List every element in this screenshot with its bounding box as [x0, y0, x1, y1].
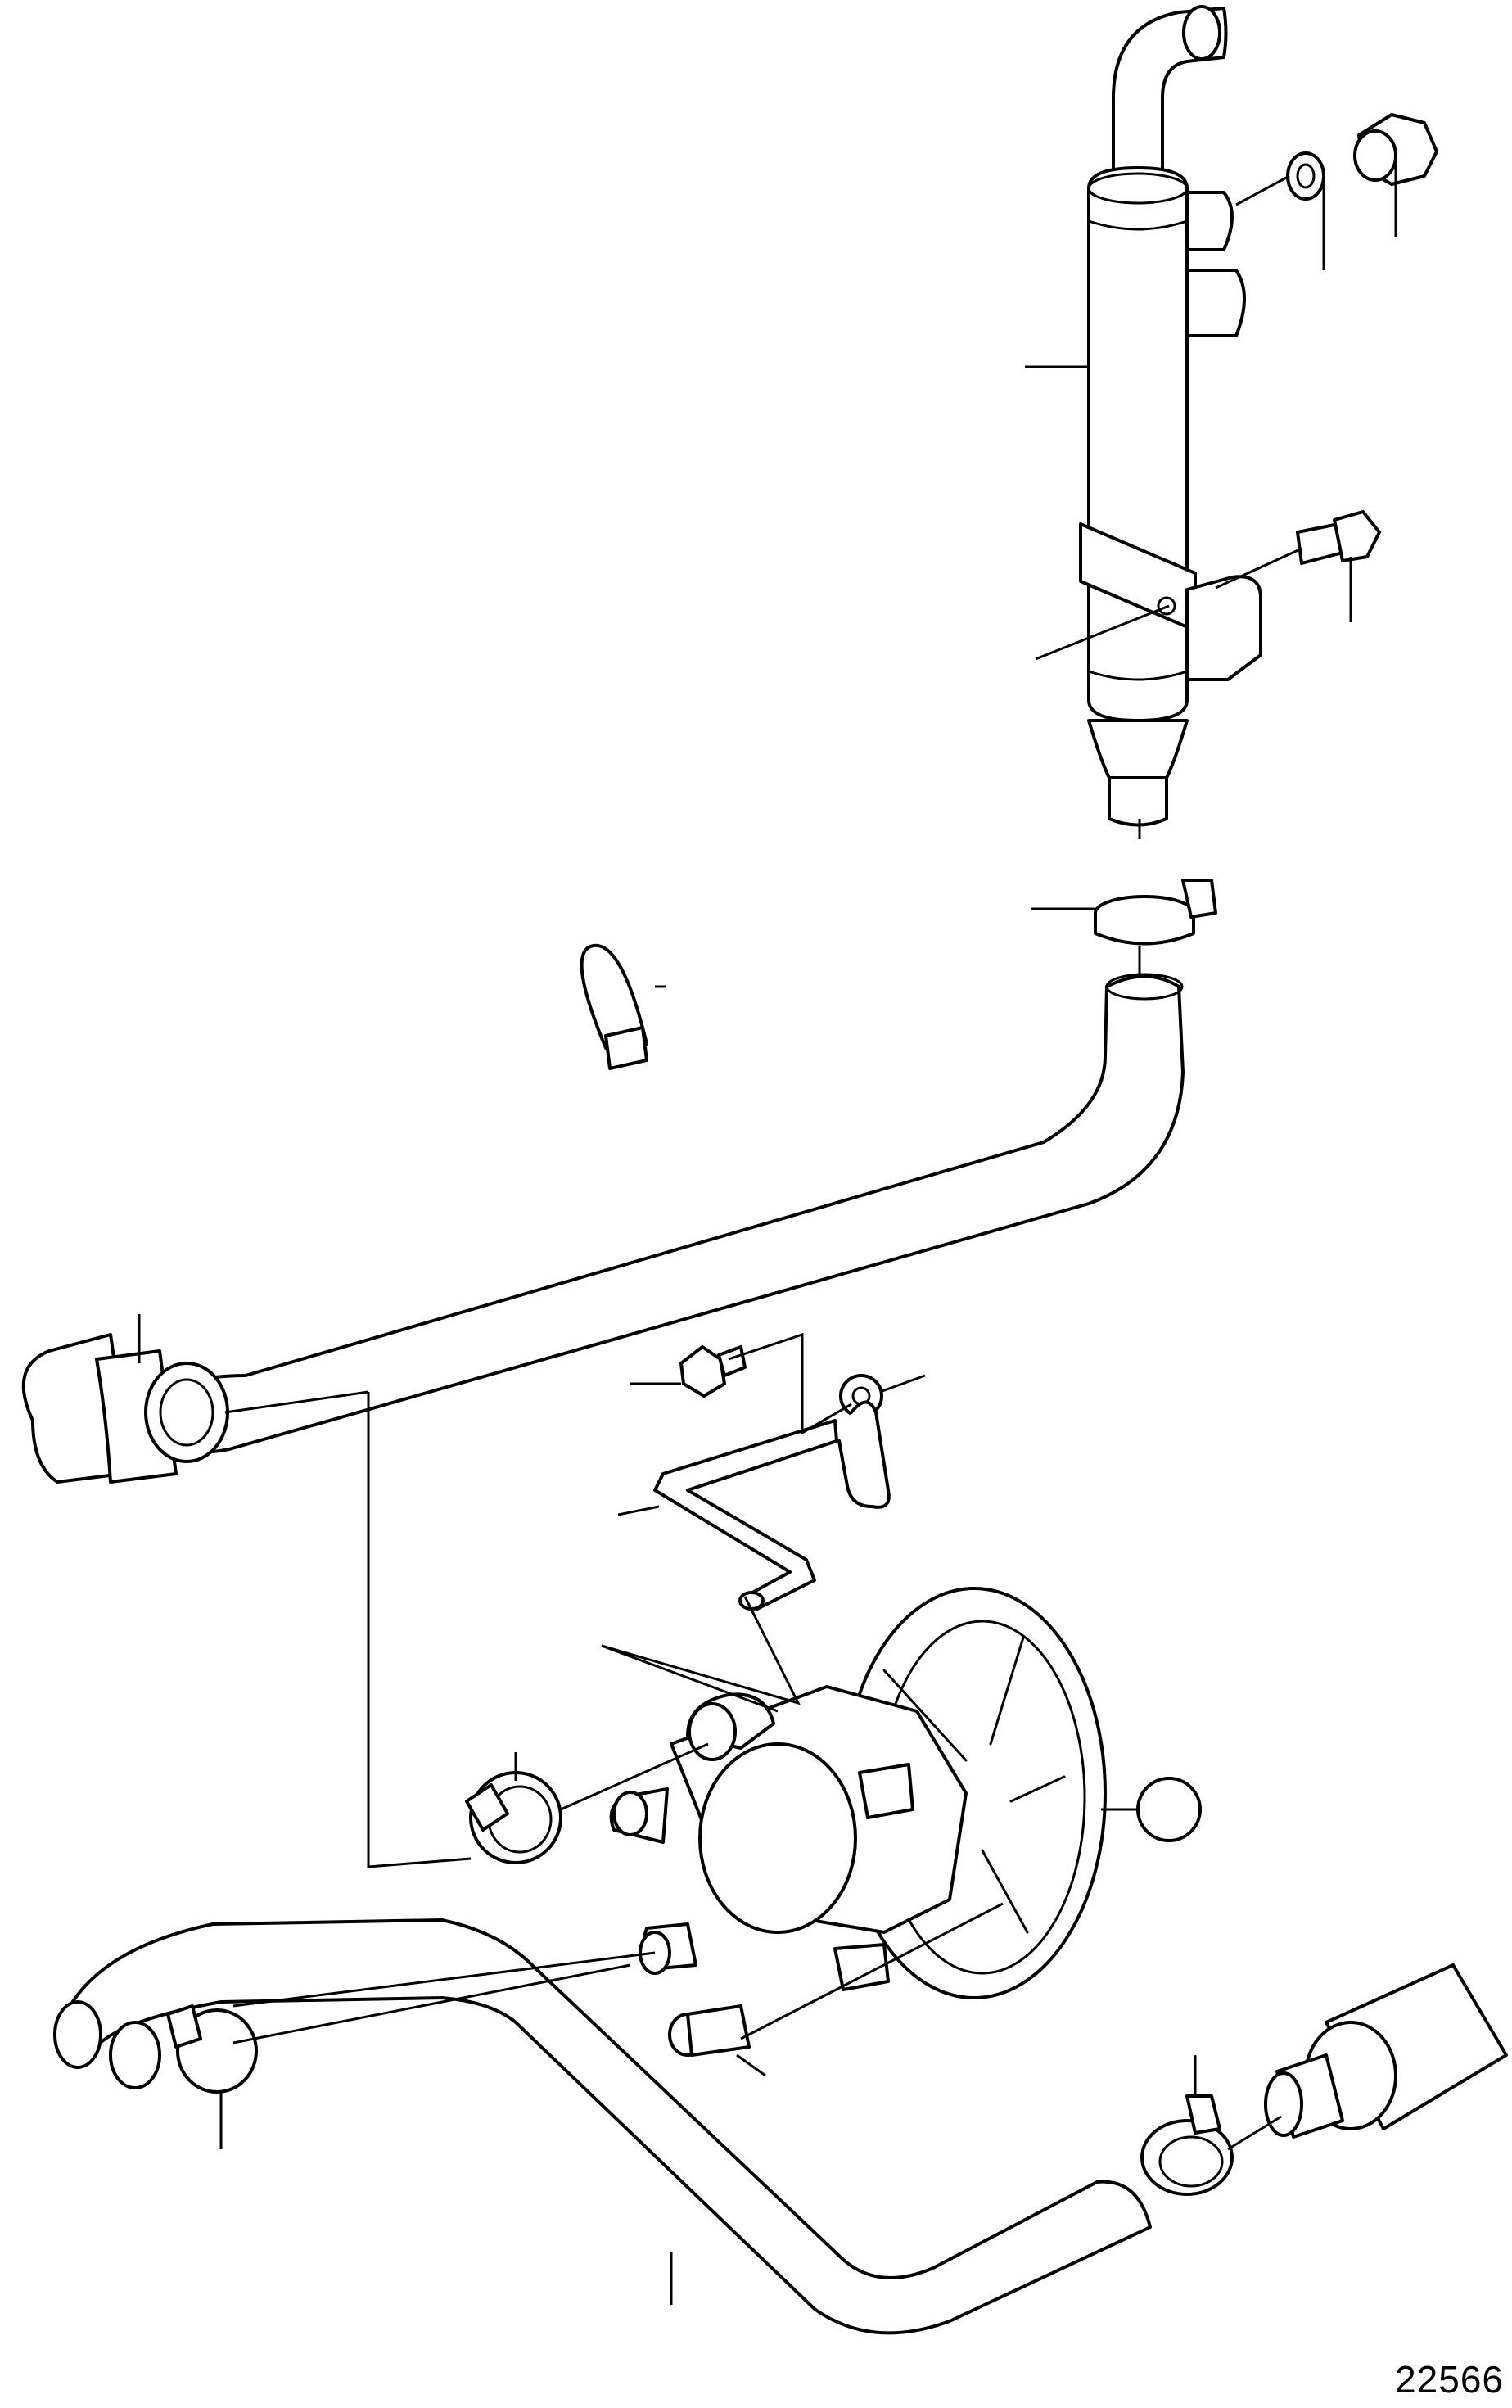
drain-plug: [1353, 113, 1438, 186]
exhaust-pipe-stub: [1264, 1963, 1508, 2139]
leader-lines: [138, 164, 1397, 2305]
hex-bolt: [1296, 510, 1381, 565]
figure-number: 22566: [1395, 2358, 1504, 2401]
sealing-washer: [1286, 151, 1325, 201]
lower-hose: [53, 1918, 1152, 2335]
upper-hose: [21, 973, 1185, 1484]
pulley-callout-circle: [1136, 1777, 1202, 1842]
hose-clamp-upper: [1094, 879, 1217, 946]
hose-clamp-lower: [1140, 2094, 1234, 2196]
socket-screw: [668, 2004, 751, 2057]
hose-clamp-pump: [465, 1771, 562, 1864]
flange-bolt: [679, 1345, 747, 1398]
heat-exchanger: [1079, 5, 1262, 827]
sea-water-pump: [609, 1587, 1107, 1999]
bent-pipe: [653, 1400, 891, 1611]
p-clip: [580, 943, 648, 1070]
